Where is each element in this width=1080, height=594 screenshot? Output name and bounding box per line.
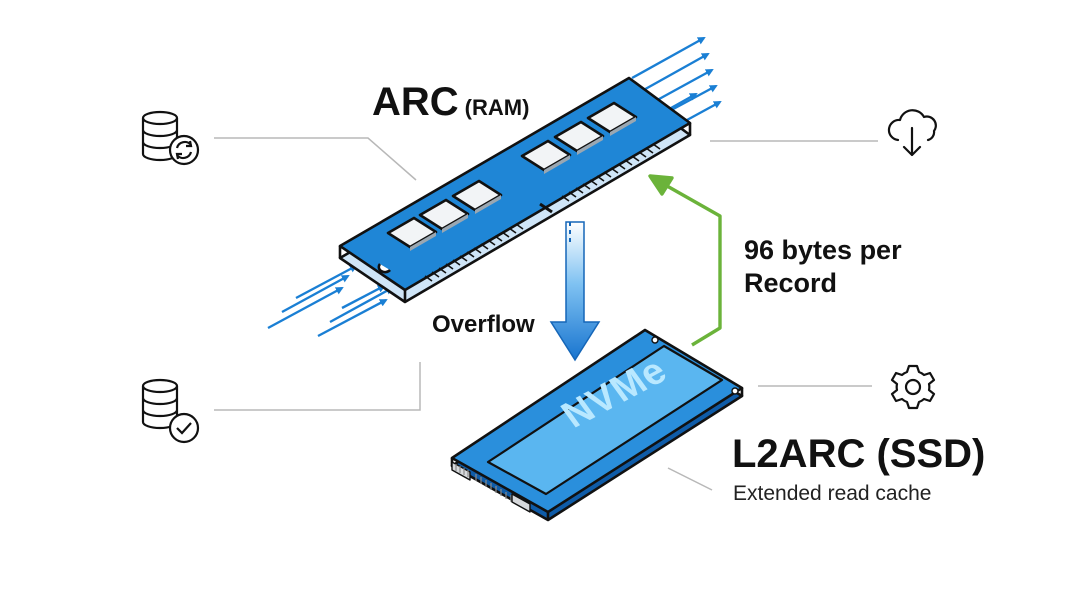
leader-lines bbox=[214, 137, 878, 491]
overflow-arrow bbox=[549, 221, 601, 362]
return-arrow bbox=[648, 174, 722, 347]
overflow-label: Overflow bbox=[432, 311, 535, 338]
record-size-label: 96 bytes per Record bbox=[744, 235, 902, 298]
database-sync-icon bbox=[141, 110, 200, 166]
ram-module bbox=[338, 76, 692, 304]
arc-title-main: ARC bbox=[372, 80, 459, 124]
outgoing-stream-lines bbox=[631, 36, 722, 128]
database-check-icon bbox=[141, 378, 200, 444]
nvme-ssd bbox=[450, 328, 744, 522]
arc-title: ARC(RAM) bbox=[372, 80, 529, 125]
gear-icon bbox=[890, 364, 936, 410]
cloud-download-icon bbox=[887, 109, 937, 157]
incoming-stream-lines bbox=[267, 264, 394, 338]
l2arc-title: L2ARC (SSD) bbox=[732, 432, 986, 476]
arc-title-qualifier: (RAM) bbox=[464, 95, 530, 120]
l2arc-subtitle: Extended read cache bbox=[733, 482, 932, 505]
